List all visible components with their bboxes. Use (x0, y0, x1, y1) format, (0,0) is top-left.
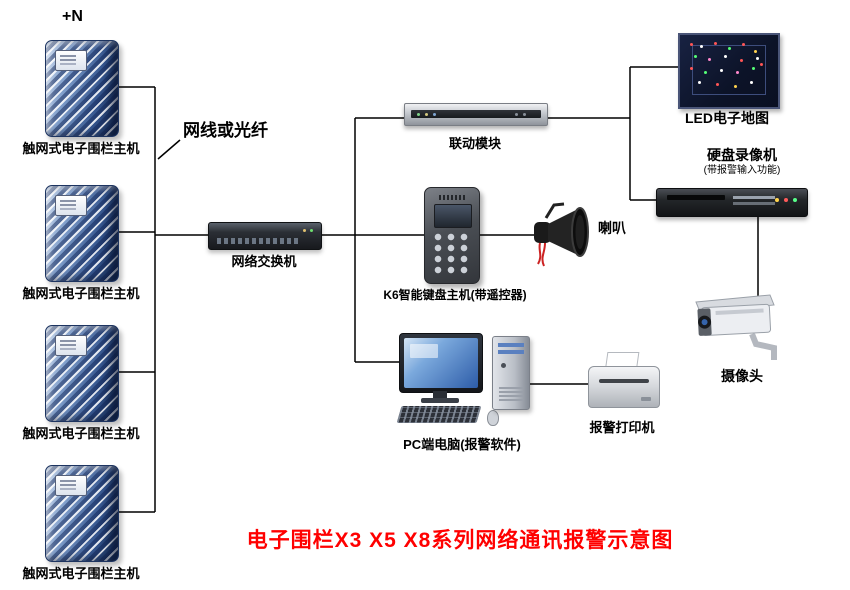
switch-leds (310, 229, 313, 232)
cctv-camera (695, 294, 777, 360)
led-map-screen (678, 33, 780, 109)
linkage-module-panel (411, 110, 541, 118)
speaker-label: 喇叭 (598, 220, 626, 236)
fence-controller-display (55, 195, 87, 216)
pc-mouse (487, 410, 499, 426)
fence-controller-4 (45, 465, 119, 562)
dvr-front-text (733, 196, 775, 199)
dvr-recorder (656, 188, 808, 217)
pc-monitor-base (421, 398, 459, 403)
pc-label: PC端电脑(报警软件) (403, 437, 521, 452)
k6-keypad (424, 187, 480, 284)
led-map-dots (690, 43, 693, 46)
diagram-title: 电子围栏X3 X5 X8系列网络通讯报警示意图 (246, 529, 674, 552)
pc-tower-power-button (501, 363, 506, 368)
led-map-label: LED电子地图 (685, 110, 769, 126)
pc-tower-vent (499, 387, 523, 401)
printer-body (588, 366, 660, 408)
switch-ports (217, 238, 299, 244)
fence-controller-2 (45, 185, 119, 282)
fence-controller-1 (45, 40, 119, 137)
camera-label: 摄像头 (721, 368, 763, 384)
network-switch (208, 222, 322, 250)
keypad-screen (434, 204, 472, 228)
led-map-plan (692, 45, 766, 95)
dvr-sublabel: (带报警输入功能) (703, 165, 781, 176)
pc-keyboard (396, 406, 482, 423)
fence-controller-display (55, 50, 87, 71)
pc-monitor-screen (404, 338, 478, 388)
pc-tower-drive-bays (498, 343, 524, 347)
pc-monitor-stand (433, 391, 447, 399)
pc-monitor (399, 333, 483, 393)
printer-output-slot (599, 379, 649, 383)
dvr-label: 硬盘录像机 (707, 147, 777, 163)
linkage-module-label: 联动模块 (448, 136, 501, 151)
dvr-leds (793, 198, 797, 202)
k6-keypad-label: K6智能键盘主机(带遥控器) (383, 288, 527, 302)
keypad-keys (434, 233, 472, 275)
plus-n-annotation: +N (62, 8, 83, 25)
fence-controller-1-label: 触网式电子围栏主机 (22, 141, 140, 156)
cable-type-annotation: 网线或光纤 (183, 121, 268, 140)
linkage-module (404, 103, 548, 126)
printer-button (641, 397, 651, 401)
dvr-disc-slot (667, 195, 725, 200)
fence-controller-2-label: 触网式电子围栏主机 (22, 286, 140, 301)
fence-controller-3 (45, 325, 119, 422)
fence-controller-display (55, 475, 87, 496)
alarm-printer (588, 352, 660, 410)
speaker-horn (534, 202, 589, 267)
printer-label: 报警打印机 (589, 420, 655, 435)
fence-controller-3-label: 触网式电子围栏主机 (22, 426, 140, 441)
fence-controller-display (55, 335, 87, 356)
network-switch-label: 网络交换机 (231, 254, 297, 269)
keypad-grill (439, 195, 465, 200)
fence-controller-4-label: 触网式电子围栏主机 (22, 566, 140, 581)
pc-tower (492, 336, 530, 410)
